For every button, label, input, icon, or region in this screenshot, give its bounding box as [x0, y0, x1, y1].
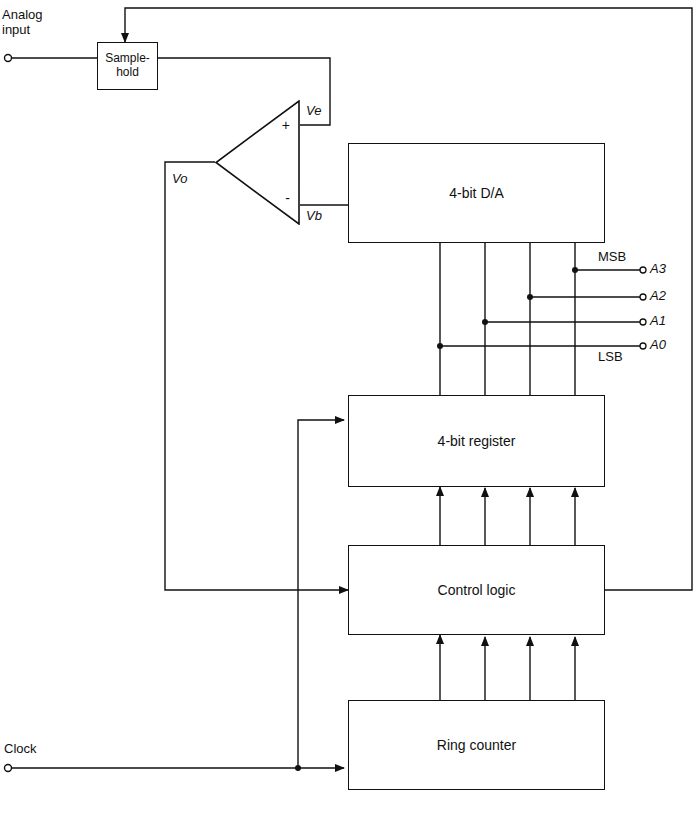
output-terminal: [640, 319, 646, 325]
bus-line: [484, 488, 485, 545]
connector: [439, 635, 440, 700]
input-label: Analog input: [2, 8, 58, 38]
comparator-triangle: +-: [215, 100, 300, 225]
box-text: 4-bit register: [434, 433, 520, 449]
connector: [439, 487, 440, 545]
output-terminal: [640, 267, 646, 273]
output-wire: [485, 321, 640, 322]
control-logic-box: Control logic: [348, 545, 605, 635]
output-terminal: [640, 294, 646, 300]
output-wire: [440, 345, 640, 346]
input-terminal: [5, 55, 12, 62]
connector: [439, 243, 440, 395]
signal-label: Vo: [172, 172, 187, 187]
connector: [158, 58, 330, 125]
signal-label: Ve: [306, 104, 321, 119]
box-text: 4-bit D/A: [445, 185, 507, 201]
minus-sign: -: [285, 191, 290, 205]
bit-label: LSB: [598, 350, 623, 365]
bus-line: [529, 488, 530, 545]
bus-line: [484, 637, 485, 700]
bus-line: [574, 637, 575, 700]
register-box: 4-bit register: [348, 395, 605, 487]
output-terminal: [640, 343, 646, 349]
ring-counter-box: Ring counter: [348, 700, 605, 790]
input-wire: [12, 57, 98, 58]
box-text: Ring counter: [433, 737, 520, 753]
connector: [300, 204, 348, 205]
bus-line: [529, 637, 530, 700]
signal-label: Vb: [306, 209, 322, 224]
box-text: Control logic: [434, 582, 520, 598]
pin-label: A1: [650, 314, 666, 329]
sample-hold-box: Sample- hold: [97, 42, 158, 90]
connector: [165, 162, 348, 590]
pin-label: A3: [650, 262, 666, 277]
pin-label: A2: [650, 289, 666, 304]
clock-wire: [12, 767, 345, 768]
clock-label: Clock: [4, 742, 37, 757]
plus-sign: +: [282, 118, 290, 132]
dac-box: 4-bit D/A: [348, 143, 605, 243]
bus-line: [529, 243, 530, 395]
bus-line: [574, 488, 575, 545]
output-wire: [575, 269, 640, 270]
pin-label: A0: [650, 338, 666, 353]
connector: [125, 8, 692, 590]
bus-line: [574, 243, 575, 395]
output-wire: [530, 296, 640, 297]
clock-terminal: [5, 765, 12, 772]
bit-label: MSB: [598, 250, 626, 265]
box-text: Sample- hold: [98, 52, 157, 80]
clock-wire: [298, 420, 344, 768]
